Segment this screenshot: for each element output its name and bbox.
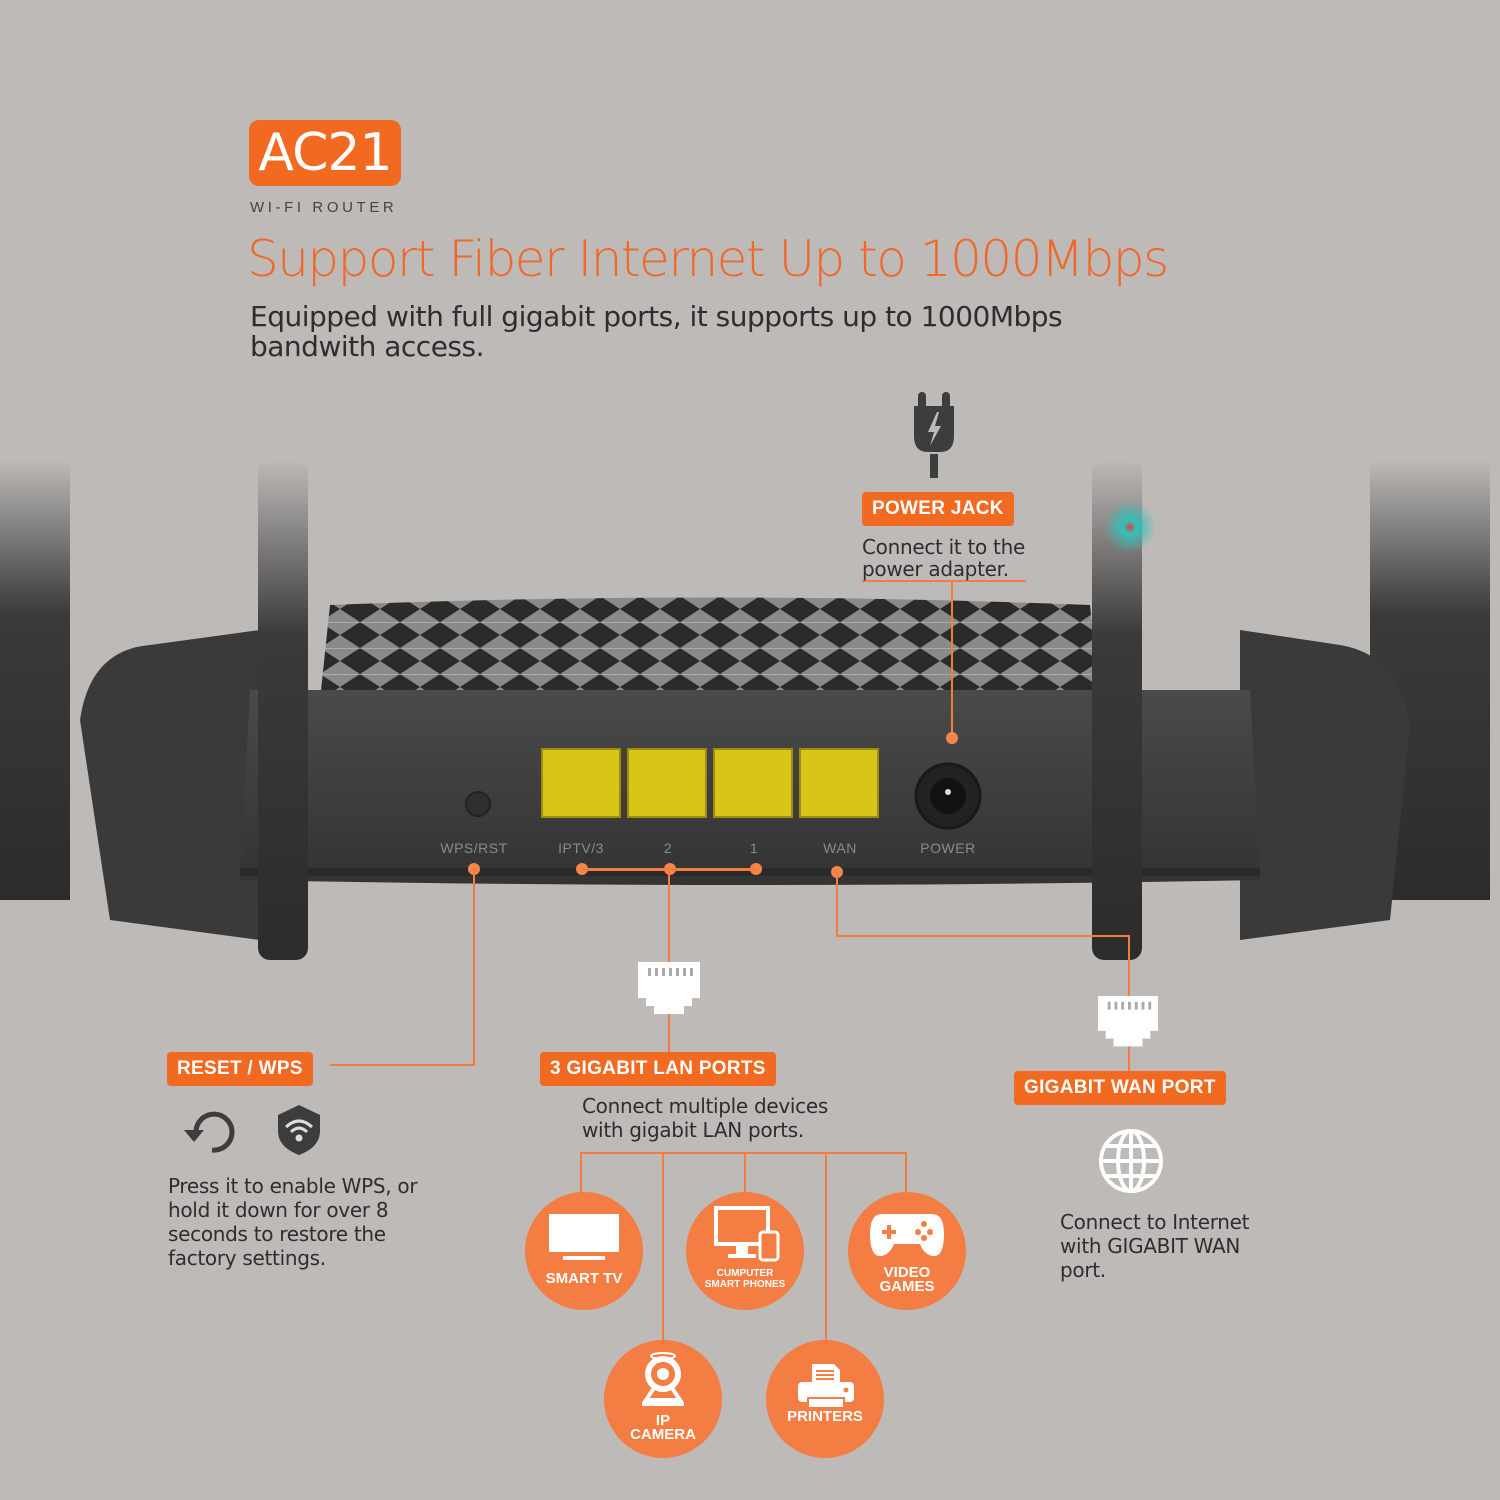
antenna-led-glow bbox=[1104, 501, 1156, 553]
model-subtitle: WI-FI ROUTER bbox=[250, 199, 398, 216]
wps-shield-icon bbox=[278, 1105, 320, 1155]
port-label-wps: WPS/RST bbox=[440, 840, 508, 856]
antenna-right bbox=[1092, 460, 1142, 960]
port-lan1 bbox=[713, 748, 793, 818]
description-line-1: Equipped with full gigabit ports, it sup… bbox=[250, 300, 1063, 333]
port-label-power: POWER bbox=[920, 840, 976, 856]
router-top-pattern bbox=[320, 597, 1100, 700]
wan-port-desc: Connect to Internet with GIGABIT WAN por… bbox=[1060, 1210, 1250, 1282]
port-label-1: 1 bbox=[749, 840, 759, 856]
reset-wps-tag: RESET / WPS bbox=[167, 1052, 313, 1086]
ethernet-plug-icon bbox=[638, 962, 700, 1014]
gamepad-icon bbox=[870, 1214, 944, 1257]
port-label-wan: WAN bbox=[823, 840, 857, 856]
description: Equipped with full gigabit ports, it sup… bbox=[250, 302, 1150, 362]
power-plug-icon bbox=[914, 392, 954, 478]
port-wan bbox=[799, 748, 879, 818]
printer-icon bbox=[798, 1364, 854, 1409]
tv-icon bbox=[549, 1214, 619, 1260]
reset-icon bbox=[184, 1111, 235, 1153]
antenna-left bbox=[258, 460, 308, 960]
device-ip-camera: IP CAMERA bbox=[604, 1340, 722, 1458]
device-computer-phones: CUMPUTER SMART PHONES bbox=[686, 1192, 804, 1310]
port-label-2: 2 bbox=[663, 840, 673, 856]
device-printers: PRINTERS bbox=[766, 1340, 884, 1458]
port-label-iptv3: IPTV/3 bbox=[558, 840, 604, 856]
camera-icon bbox=[642, 1352, 684, 1406]
model-badge: AC21 bbox=[249, 120, 401, 186]
wan-port-tag: GIGABIT WAN PORT bbox=[1014, 1071, 1226, 1105]
wan-ethernet-plug-icon bbox=[1098, 996, 1158, 1047]
port-lan2 bbox=[627, 748, 707, 818]
router-left-wing bbox=[80, 630, 260, 940]
antenna-far-left bbox=[0, 460, 70, 900]
description-line-2: bandwith access. bbox=[250, 330, 485, 363]
globe-icon bbox=[1099, 1129, 1163, 1193]
headline: Support Fiber Internet Up to 1000Mbps bbox=[247, 230, 1169, 288]
lan-ports-tag: 3 GIGABIT LAN PORTS bbox=[540, 1052, 776, 1086]
lan-ports-desc: Connect multiple devices with gigabit LA… bbox=[582, 1094, 828, 1142]
power-jack-tag: POWER JACK bbox=[862, 492, 1014, 526]
device-smart-tv: SMART TV bbox=[525, 1192, 643, 1310]
device-video-games: VIDEO GAMES bbox=[848, 1192, 966, 1310]
power-jack-desc: Connect it to the power adapter. bbox=[862, 535, 1025, 581]
reset-wps-desc: Press it to enable WPS, or hold it down … bbox=[168, 1174, 418, 1270]
wps-button bbox=[465, 791, 491, 817]
router-illustration bbox=[0, 460, 1490, 960]
ethernet-ports bbox=[541, 748, 891, 818]
router-right-wing bbox=[1240, 630, 1410, 940]
port-iptv3 bbox=[541, 748, 621, 818]
computer-phone-icon bbox=[714, 1206, 780, 1262]
